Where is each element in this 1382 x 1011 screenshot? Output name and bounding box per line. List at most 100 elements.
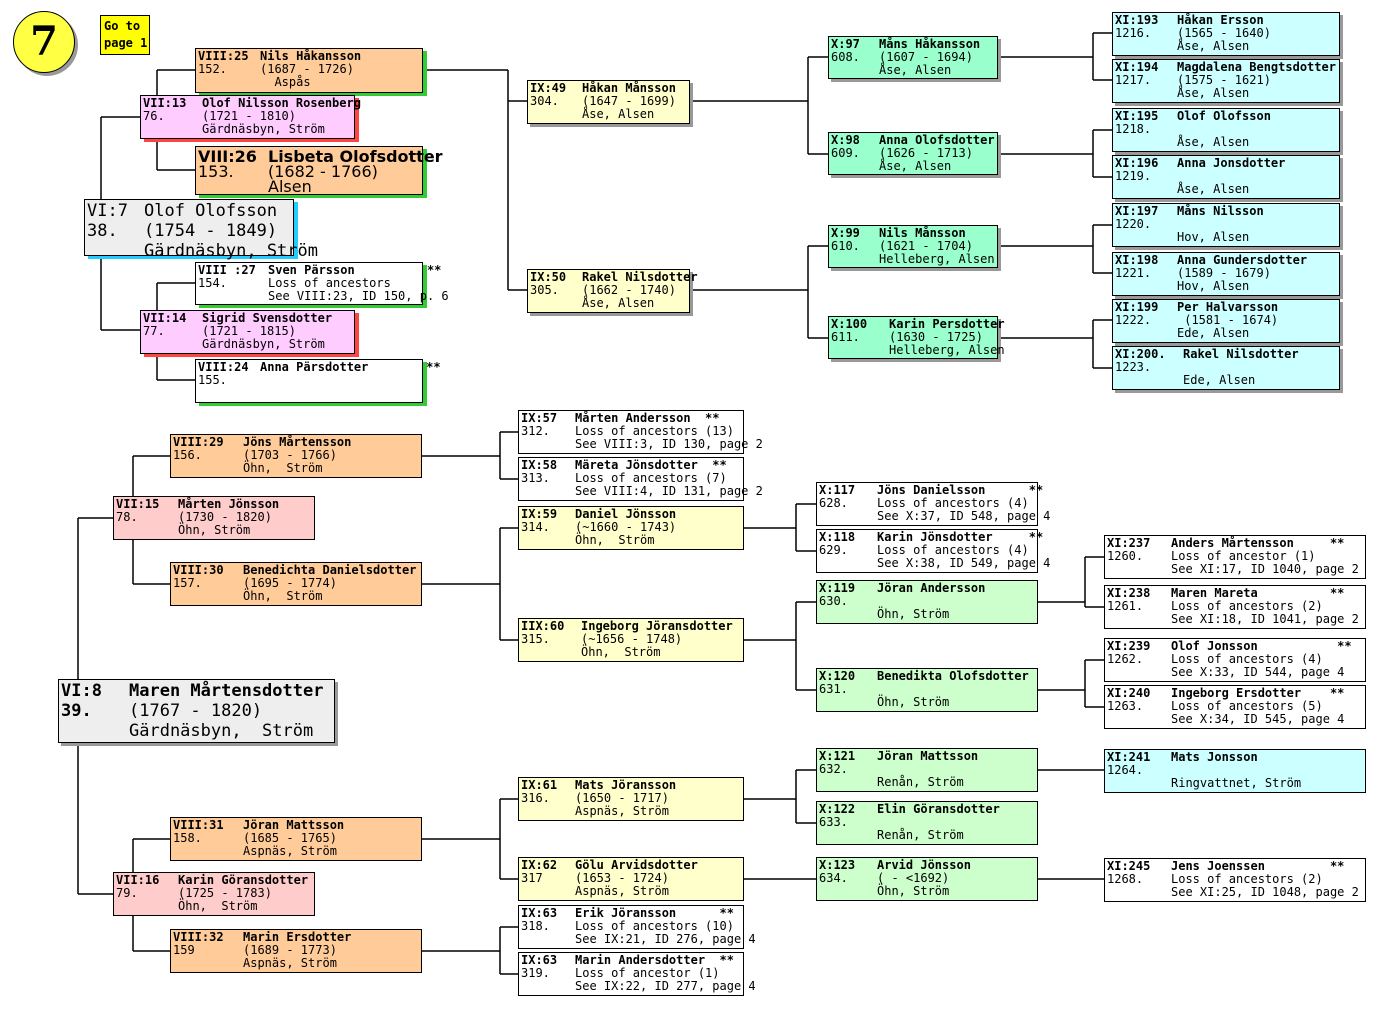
generation-id: VIII:29 [173,435,224,449]
place-note: Åse, Alsen [582,107,655,121]
life-dates: Loss of ancestors (2) [1171,599,1323,613]
person-number: 78. [116,510,138,524]
life-dates: (1695 - 1774) [243,576,337,590]
life-dates: (1575 - 1621) [1177,73,1271,87]
person-number: 634. [819,871,848,885]
person-name: Sigrid Svensdotter [202,311,333,325]
person-name: Jöran Mattsson [243,818,345,832]
place-note: Öhn, Ström [178,899,258,913]
life-dates: (1621 - 1704) [879,239,973,253]
generation-id: X:117 [819,483,856,497]
life-dates: Loss of ancestors [268,276,391,290]
go-to-line1: Go to [104,19,141,33]
generation-id: VII:14 [143,311,187,325]
generation-id: X:100 [831,317,868,331]
place-note: Åse, Alsen [582,296,655,310]
person-number: 1221. [1115,266,1152,280]
page-number-badge: 7 [13,11,75,73]
person-name: Jöran Andersson [877,581,986,595]
life-dates: (1653 - 1724) [575,871,669,885]
person-number: 76. [143,109,165,123]
person-name: Benedichta Danielsdotter [243,563,417,577]
person-number: 318. [521,919,550,933]
person-name: Jöran Mattsson [877,749,979,763]
generation-id: VII:15 [116,497,160,511]
person-number: 319. [521,966,550,980]
place-note: See X:38, ID 549, page 4 [877,556,1051,570]
life-dates: Loss of ancestors (2) [1171,872,1323,886]
go-to-line2: page 1 [104,36,148,50]
person-number: 1264. [1107,763,1144,777]
person-name: Marin Andersdotter ** [575,953,734,967]
place-note: Helleberg, Alsen [879,252,995,266]
person-number: 629. [819,543,848,557]
life-dates: (1626 - 1713) [879,146,973,160]
life-dates: Loss of ancestors (7) [575,471,727,485]
generation-id: XI:199 [1115,300,1159,314]
person-name: Arvid Jönsson [877,858,971,872]
generation-id: X:121 [819,749,856,763]
person-name: Jöns Danielsson ** [877,483,1044,497]
person-number: 633. [819,815,848,829]
generation-id: XI:195 [1115,109,1159,123]
place-note: See X:33, ID 544, page 4 [1171,665,1345,679]
generation-id: X:122 [819,802,856,816]
person-number: 608. [831,50,860,64]
go-to-page-1-link[interactable]: Go to page 1 [100,15,150,55]
person-number: 1220. [1115,217,1152,231]
generation-id: XI:198 [1115,253,1159,267]
person-number: 317 [521,871,543,885]
place-note: Åse, Alsen [879,63,952,77]
place-note: Öhn, Ström [575,533,655,547]
